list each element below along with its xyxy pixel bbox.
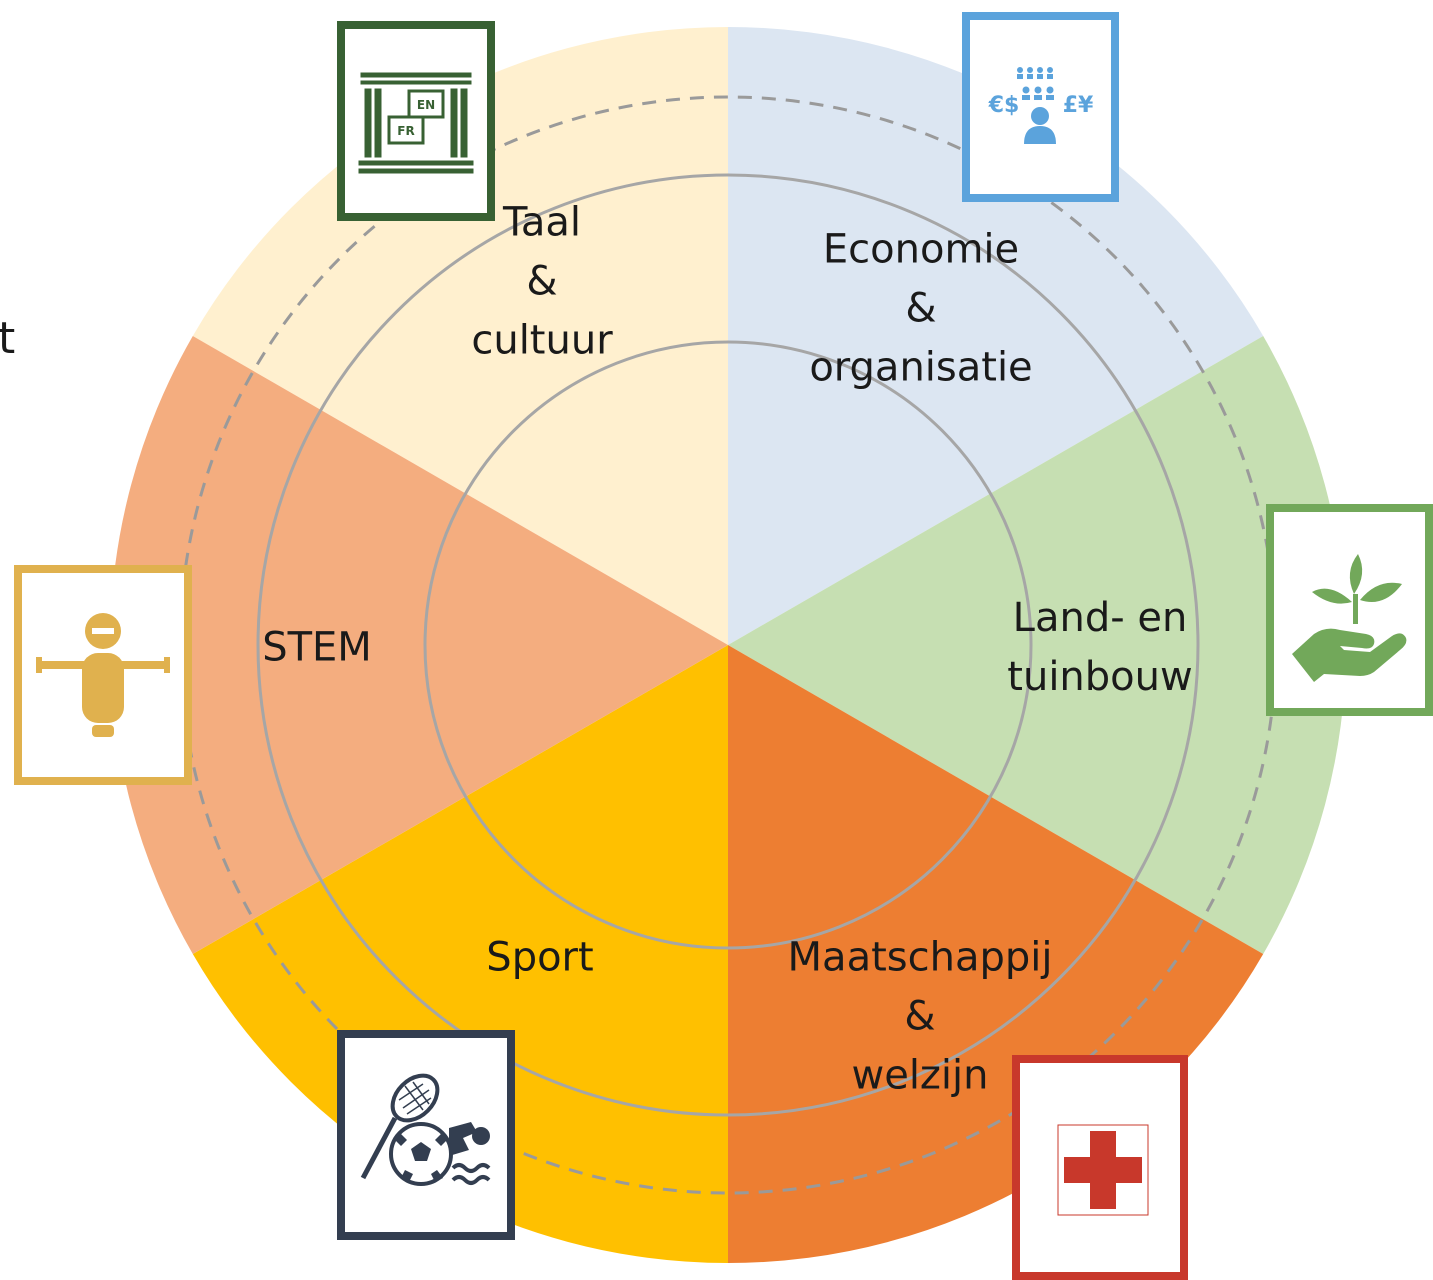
middle-ring [256,173,1200,1117]
label-line: & [905,285,937,332]
label-line: cultuur [471,317,613,364]
label-line: welzijn [851,1052,989,1099]
label-line: Maatschappij [787,934,1053,981]
sector-sport [192,645,729,1263]
wheel-sectors [110,27,1346,1263]
sports-icon [337,1030,515,1240]
label-line: Sport [486,934,594,981]
inner-ring [423,340,1033,950]
label-line: tuinbouw [1007,654,1193,700]
icon-text-en: EN [417,98,435,112]
label-line: Taal [503,199,581,246]
label-economie-organisatie: Economie & organisatie [809,221,1032,398]
plant-hand-icon [1266,504,1433,716]
label-line: & [526,258,558,305]
red-cross-icon [1012,1055,1188,1280]
label-line: organisatie [809,344,1033,391]
label-taal-cultuur: Taal & cultuur [471,194,612,371]
currency-people-icon: €$ £¥ [962,12,1119,202]
label-stem: STEM [262,619,372,678]
sector-land [728,336,1346,954]
sector-stem [110,336,729,954]
icon-text-fr: FR [397,124,414,138]
label-line: STEM [262,624,372,671]
label-maatschappij-welzijn: Maatschappij & welzijn [788,929,1053,1106]
icon-text-pound-yen: £¥ [1063,93,1094,118]
sector-taal [192,27,729,645]
sector-economie [728,27,1264,645]
label-line: Land- en [1012,595,1188,641]
robot-icon [14,565,192,785]
label-land-tuinbouw: Land- en tuinbouw [1007,589,1192,707]
label-line: & [904,993,936,1040]
language-columns-icon: EN FR [337,21,495,221]
label-line: Economie [822,226,1020,273]
cropped-edge-text: t [0,313,16,364]
icon-text-euro-dollar: €$ [988,93,1020,118]
label-sport: Sport [486,929,593,988]
